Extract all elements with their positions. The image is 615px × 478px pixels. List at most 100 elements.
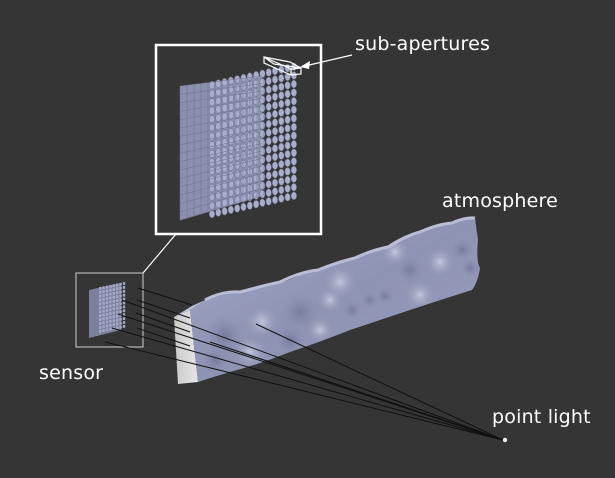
lenslet: [215, 96, 222, 105]
sensor-pixel: [116, 303, 119, 306]
lenslet: [272, 152, 278, 162]
lenslet: [227, 93, 234, 103]
lenslet: [253, 114, 260, 123]
sensor-pixel: [122, 309, 126, 313]
lenslet: [215, 148, 222, 157]
light-ray: [121, 299, 504, 441]
atmosphere-turbulence: [376, 287, 394, 305]
lenslet: [284, 141, 291, 150]
atmosphere-turbulence: [424, 246, 456, 278]
lenslet: [290, 174, 297, 183]
sensor-pixel: [109, 296, 112, 300]
sensor-pixel: [116, 318, 119, 322]
lenslet: [246, 201, 253, 210]
atmosphere-turbulence: [450, 238, 474, 262]
sensor-pixel: [122, 293, 126, 297]
lenslet: [253, 157, 260, 166]
sensor-pixel: [105, 301, 109, 304]
lenslet: [265, 162, 272, 172]
sensor-pixel: [122, 305, 126, 309]
sensor-pixel: [119, 302, 122, 306]
lenslet: [272, 109, 278, 119]
sensor-pixel: [122, 301, 126, 305]
lenslet: [278, 194, 285, 203]
lenslet: [265, 119, 272, 129]
lenslet: [240, 134, 247, 143]
light-ray: [136, 327, 191, 347]
sensor-pixel: [119, 317, 122, 321]
sub-apertures-arrowhead: [300, 61, 310, 69]
sensor-pixel: [102, 305, 105, 309]
lenslet: [253, 131, 260, 140]
sensor-pixel: [99, 318, 102, 321]
sheet-gridline: [179, 83, 263, 95]
lenslet: [278, 82, 285, 91]
lenslet: [272, 92, 278, 101]
lenslet: [234, 135, 241, 144]
lenslet-array: [179, 62, 297, 221]
lenslet: [227, 102, 234, 111]
sensor-pixel: [109, 320, 112, 323]
lenslet: [259, 104, 266, 113]
sensor-pixel: [112, 299, 115, 303]
sensor-pixel: [116, 306, 119, 310]
lenslet: [234, 169, 241, 179]
sensor-pixel: [119, 306, 122, 309]
sheet-gridline: [179, 90, 263, 104]
lenslet: [290, 140, 297, 149]
sheet-gridline: [179, 180, 263, 204]
sensor-pixel: [116, 310, 119, 314]
atmosphere-turbulence: [404, 279, 436, 311]
lenslet: [209, 175, 215, 184]
sensor-pixel: [112, 292, 115, 295]
lenslet: [253, 122, 260, 131]
sensor-pixel: [109, 300, 112, 304]
lenslet: [284, 89, 291, 99]
sensor-pixel: [109, 304, 112, 308]
lenslet: [284, 150, 291, 159]
sensor-pixel: [116, 299, 119, 302]
sensor-pixel: [116, 314, 119, 318]
atmosphere-turbulence: [306, 316, 334, 344]
sensor-pixel: [119, 290, 122, 294]
lenslet: [272, 75, 278, 84]
lenslet: [265, 180, 272, 189]
lenslet: [290, 148, 297, 157]
sensor-pixel: [102, 321, 105, 325]
lenslet: [284, 184, 291, 193]
sheet-gridline: [179, 128, 263, 146]
sensor-pixel: [122, 313, 126, 317]
lenslet: [272, 187, 278, 196]
zoom-connector: [142, 233, 177, 274]
lenslet: [240, 91, 247, 100]
lenslet: [240, 116, 247, 126]
atmosphere-turbulence: [361, 291, 379, 309]
lenslet: [209, 115, 215, 124]
sensor-label: sensor: [39, 362, 104, 384]
sensor-pixel: [122, 282, 126, 285]
sensor-pixel: [99, 294, 102, 298]
lenslet: [234, 161, 241, 170]
lenslet: [259, 172, 266, 182]
lenslet: [272, 127, 278, 136]
sensor-pixel: [102, 286, 105, 290]
lenslet: [290, 97, 297, 106]
sensor-pixel: [116, 287, 119, 291]
lenslet: [278, 151, 285, 160]
sheet-gridline: [179, 165, 263, 188]
light-ray: [111, 327, 504, 441]
lenslet: [272, 135, 278, 144]
sensor-pixel: [102, 317, 105, 321]
sensor-pixel: [102, 309, 105, 313]
lenslet: [240, 185, 247, 194]
lenslet: [278, 185, 285, 195]
sensor-pixel: [116, 322, 119, 326]
sensor-pixel: [112, 319, 115, 323]
lenslet: [265, 111, 272, 120]
sensor-pixel: [122, 317, 126, 320]
light-rays: [104, 287, 504, 441]
lenslet: [265, 76, 272, 86]
lenslet: [290, 105, 297, 114]
sensor-pixel: [99, 302, 102, 306]
lenslet: [284, 175, 291, 185]
